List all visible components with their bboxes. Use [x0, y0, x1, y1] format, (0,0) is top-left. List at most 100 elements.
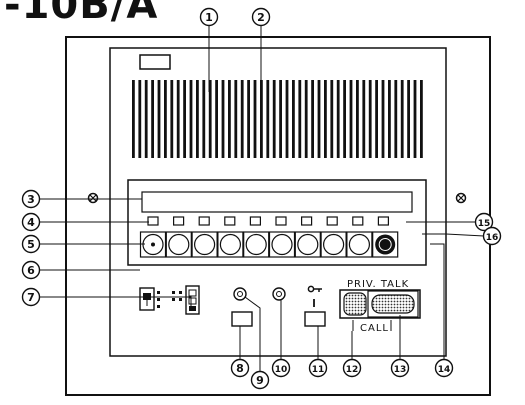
grille-slot: [381, 80, 385, 158]
grille-slot: [240, 80, 244, 158]
grille-slot: [388, 80, 391, 158]
station-button[interactable]: [165, 231, 192, 258]
grille-slot: [202, 80, 206, 158]
callout-8: 8: [230, 358, 250, 378]
talk-button-right[interactable]: [367, 290, 419, 318]
grille-slot: [164, 80, 167, 158]
grille-slot: [260, 80, 263, 158]
grille-slot: [234, 80, 238, 158]
svg-text:7: 7: [27, 291, 35, 304]
svg-text:5: 5: [27, 238, 35, 251]
svg-text:1: 1: [205, 11, 213, 24]
right-screw: [455, 192, 467, 204]
station-button[interactable]: [346, 231, 373, 258]
speaker-grille: [132, 80, 423, 158]
station-button[interactable]: [191, 231, 218, 258]
status-led: [249, 216, 261, 226]
mode-switch[interactable]: [172, 285, 200, 315]
grille-slot: [247, 80, 250, 158]
callout-2: 2: [251, 7, 271, 27]
callout-1: 1: [199, 7, 219, 27]
station-button[interactable]: [217, 231, 244, 258]
svg-text:8: 8: [236, 362, 244, 375]
status-led: [326, 216, 338, 226]
grille-slot: [413, 80, 417, 158]
station-button[interactable]: [320, 231, 347, 258]
grille-slot: [215, 80, 218, 158]
grille-slot: [330, 80, 334, 158]
svg-text:13: 13: [394, 365, 407, 375]
grille-slot: [375, 80, 378, 158]
grille-slot: [183, 80, 186, 158]
svg-text:12: 12: [346, 365, 359, 375]
station-button[interactable]: [243, 231, 270, 258]
status-led: [173, 216, 185, 226]
grille-slot: [292, 80, 295, 158]
grille-slot: [157, 80, 161, 158]
grille-slot: [343, 80, 346, 158]
grille-slot: [407, 80, 410, 158]
inner-frame: [109, 47, 447, 357]
callout-16: 16: [482, 226, 502, 246]
status-led: [224, 216, 236, 226]
svg-text:11: 11: [312, 365, 325, 375]
grille-slot: [285, 80, 289, 158]
button-8[interactable]: [231, 311, 253, 327]
status-led: [275, 216, 287, 226]
grille-slot: [311, 80, 314, 158]
grille-slot: [221, 80, 225, 158]
status-led-row: [147, 216, 389, 226]
grille-slot: [266, 80, 270, 158]
station-button[interactable]: [372, 231, 399, 258]
grille-slot: [253, 80, 257, 158]
grille-slot: [304, 80, 308, 158]
grille-slot: [356, 80, 359, 158]
knob-9[interactable]: [233, 287, 247, 301]
station-button-row: [139, 231, 399, 258]
button-11[interactable]: [304, 311, 326, 327]
call-label: CALL: [360, 323, 389, 334]
status-led: [301, 216, 313, 226]
priv-talk-housing: [339, 289, 421, 319]
knob-10[interactable]: [272, 287, 286, 301]
grille-slot: [317, 80, 321, 158]
svg-text:9: 9: [256, 374, 264, 387]
station-button[interactable]: [294, 231, 321, 258]
svg-text:6: 6: [27, 264, 35, 277]
status-led: [198, 216, 210, 226]
grille-slot: [279, 80, 282, 158]
grille-slot: [196, 80, 199, 158]
svg-text:10: 10: [275, 365, 288, 375]
grille-slot: [324, 80, 327, 158]
station-button[interactable]: [268, 231, 296, 258]
grille-slot: [362, 80, 366, 158]
priv-talk-label: PRIV. TALK: [347, 279, 409, 290]
callout-4: 4: [21, 212, 41, 232]
grille-slot: [138, 80, 142, 158]
svg-text:3: 3: [27, 193, 35, 206]
grille-slot: [151, 80, 154, 158]
svg-text:4: 4: [27, 216, 35, 229]
svg-text:2: 2: [257, 11, 265, 24]
status-led: [377, 216, 389, 226]
grille-slot: [144, 80, 148, 158]
grille-slot: [400, 80, 404, 158]
directory-strip: [141, 191, 413, 213]
grille-slot: [170, 80, 174, 158]
grille-slot: [368, 80, 372, 158]
volume-switch[interactable]: [139, 287, 160, 311]
callout-15: 15: [474, 212, 494, 232]
grille-slot: [420, 80, 423, 158]
callout-7: 7: [21, 287, 41, 307]
grille-slot: [272, 80, 276, 158]
status-led: [352, 216, 364, 226]
grille-slot: [208, 80, 212, 158]
key-lock-icon: [307, 285, 322, 307]
callout-9: 9: [250, 370, 270, 390]
call-button-left[interactable]: [343, 292, 367, 316]
callout-3: 3: [21, 189, 41, 209]
callout-13: 13: [390, 358, 410, 378]
